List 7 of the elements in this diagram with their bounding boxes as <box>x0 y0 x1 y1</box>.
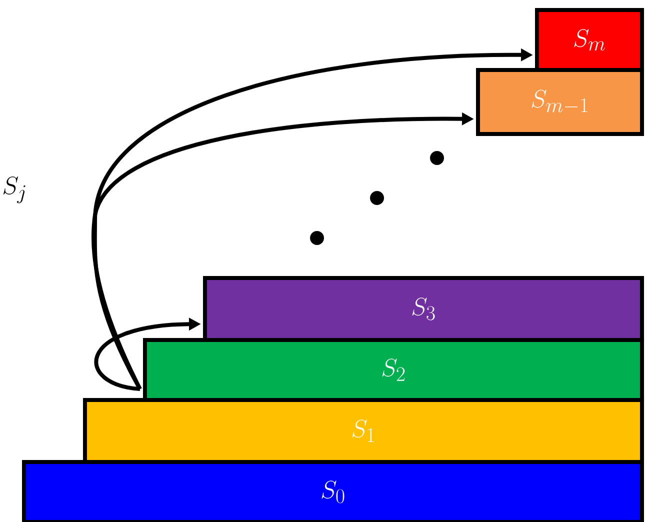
level-box: $S_3$ <box>203 276 644 342</box>
variable-label: $S_j$ <box>3 176 26 204</box>
level-box: $S_1$ <box>83 398 644 464</box>
level-box: $S_{m-1}$ <box>476 68 644 136</box>
level-box: $S_m$ <box>535 8 644 72</box>
level-box: $S_0$ <box>22 460 644 522</box>
level-box: $S_2$ <box>143 338 644 402</box>
